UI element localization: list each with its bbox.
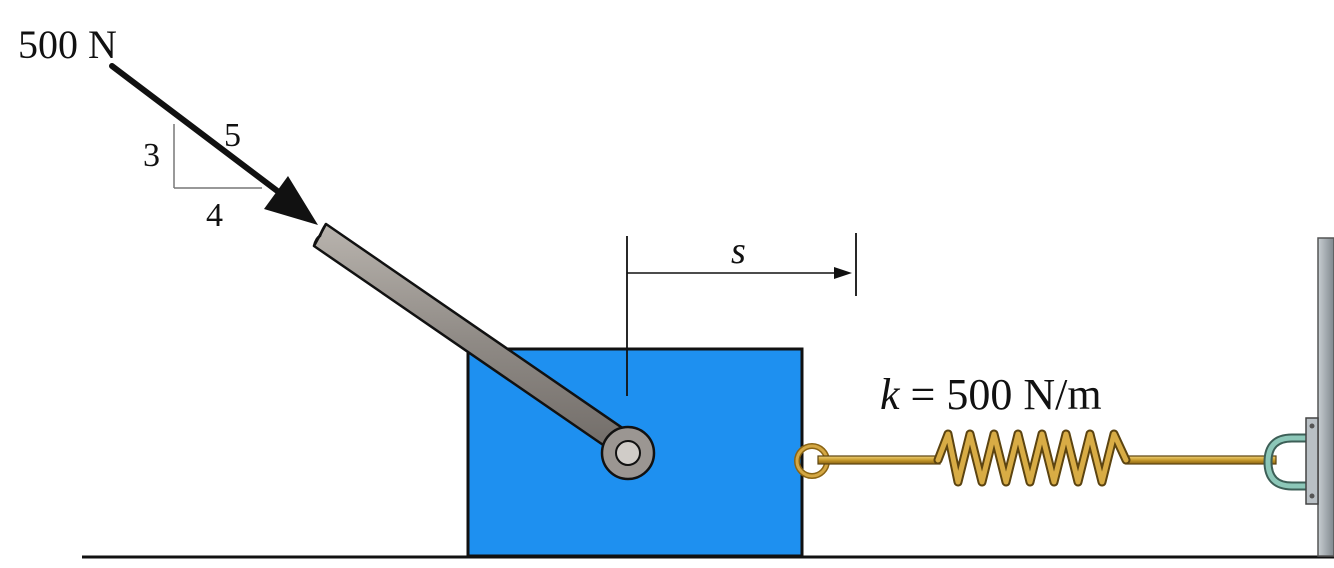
force-label: 500 N <box>18 22 117 67</box>
force-arrow <box>109 63 318 225</box>
wall <box>1317 237 1334 557</box>
slope-triangle <box>173 124 262 189</box>
slope-run-label: 4 <box>206 197 223 234</box>
slope-rise-label: 3 <box>143 137 160 174</box>
displacement-label: s <box>731 230 746 272</box>
spring-constant-equals: = <box>900 370 947 419</box>
spring <box>794 429 1277 487</box>
wall-anchor <box>1263 417 1319 505</box>
spring-constant-label: k = 500 N/m <box>880 370 1102 419</box>
displacement-dimension <box>626 233 857 396</box>
spring-constant-value: 500 N/m <box>946 370 1101 419</box>
pin-joint <box>600 425 656 481</box>
slope-hyp-label: 5 <box>224 117 241 154</box>
spring-constant-symbol: k <box>880 370 901 419</box>
